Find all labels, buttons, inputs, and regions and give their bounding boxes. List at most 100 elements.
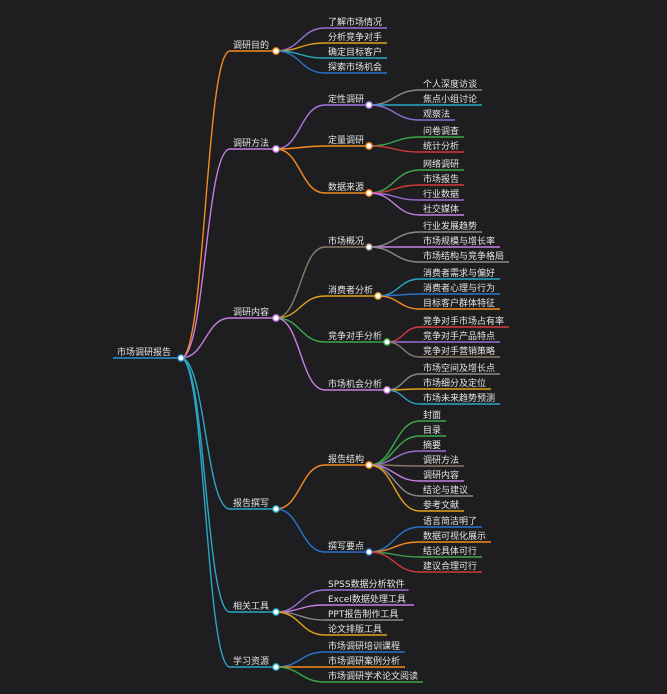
branch-3-child-1-label[interactable]: 撰写要点 — [328, 540, 364, 552]
branch-2-child-0-label[interactable]: 市场概况 — [328, 235, 364, 247]
branch-3-child-0-leaf-4-label[interactable]: 调研内容 — [423, 469, 459, 481]
branch-2-collapse-dot[interactable] — [272, 314, 280, 322]
branch-1-child-2-label[interactable]: 数据来源 — [328, 181, 364, 193]
branch-0-child-0-label[interactable]: 了解市场情况 — [328, 16, 382, 28]
branch-2-child-2-link — [275, 317, 326, 343]
branch-2-child-1-leaf-1-label[interactable]: 消费者心理与行为 — [423, 282, 495, 294]
branch-2-child-2-label[interactable]: 竞争对手分析 — [328, 330, 382, 342]
branch-0-child-2-label[interactable]: 确定目标客户 — [328, 46, 382, 58]
branch-1-child-1-leaf-0-link — [368, 136, 421, 147]
branch-1-child-0-leaf-0-label[interactable]: 个人深度访谈 — [423, 78, 477, 90]
branch-1-child-0-collapse-dot[interactable] — [365, 101, 373, 109]
branch-1-child-0-link — [275, 104, 326, 150]
branch-2-child-2-leaf-0-label[interactable]: 竞争对手市场占有率 — [423, 315, 504, 327]
root-node-label[interactable]: 市场调研报告 — [117, 346, 171, 358]
branch-3-child-0-link — [275, 464, 326, 510]
branch-link-1 — [180, 148, 231, 359]
branch-0-child-3-label[interactable]: 探索市场机会 — [328, 61, 382, 73]
branch-4-child-2-label[interactable]: PPT报告制作工具 — [328, 608, 398, 620]
branch-1-child-1-label[interactable]: 定量调研 — [328, 134, 364, 146]
branch-3-child-0-leaf-2-label[interactable]: 摘要 — [423, 439, 441, 451]
branch-3-child-1-leaf-3-label[interactable]: 建议合理可行 — [423, 560, 477, 572]
branch-3-child-0-leaf-4-link — [368, 464, 421, 482]
branch-2-child-0-leaf-1-label[interactable]: 市场规模与增长率 — [423, 235, 495, 247]
branch-2-child-0-leaf-0-label[interactable]: 行业发展趋势 — [423, 220, 477, 232]
branch-3-child-0-leaf-6-label[interactable]: 参考文献 — [423, 499, 459, 511]
branch-3-child-0-leaf-1-label[interactable]: 目录 — [423, 425, 441, 436]
branch-0-label[interactable]: 调研目的 — [233, 39, 269, 51]
branch-link-5 — [180, 357, 231, 668]
branch-3-child-1-leaf-0-label[interactable]: 语言简洁明了 — [423, 515, 477, 527]
branch-3-child-1-leaf-1-label[interactable]: 数据可视化展示 — [423, 530, 486, 542]
branch-4-label[interactable]: 相关工具 — [233, 600, 269, 612]
branch-1-child-1-leaf-0-label[interactable]: 问卷调查 — [423, 125, 459, 137]
branch-3-child-0-leaf-5-label[interactable]: 结论与建议 — [423, 484, 468, 496]
branch-4-child-3-link — [275, 611, 326, 636]
branch-2-child-2-leaf-2-link — [386, 341, 421, 358]
branch-2-label[interactable]: 调研内容 — [233, 306, 269, 318]
branch-2-child-1-leaf-2-label[interactable]: 目标客户群体特征 — [423, 297, 495, 309]
branch-3-child-1-leaf-3-link — [368, 551, 421, 573]
branch-2-child-1-leaf-0-label[interactable]: 消费者需求与偏好 — [423, 267, 495, 279]
branch-5-child-2-label[interactable]: 市场调研学术论文阅读 — [328, 670, 418, 682]
branch-3-collapse-dot[interactable] — [272, 505, 280, 513]
branch-2-child-0-collapse-dot[interactable] — [365, 243, 373, 251]
branch-5-label[interactable]: 学习资源 — [233, 655, 269, 667]
branch-4-child-1-label[interactable]: Excel数据处理工具 — [328, 593, 406, 605]
branch-4-collapse-dot[interactable] — [272, 608, 280, 616]
branch-2-child-3-leaf-0-label[interactable]: 市场空间及增长点 — [423, 362, 495, 374]
branch-0-child-1-label[interactable]: 分析竞争对手 — [328, 31, 382, 43]
branch-5-child-1-label[interactable]: 市场调研案例分析 — [328, 655, 400, 667]
branch-2-child-0-leaf-2-label[interactable]: 市场结构与竞争格局 — [423, 250, 504, 262]
branch-1-child-0-leaf-2-link — [368, 104, 421, 121]
branch-2-child-2-collapse-dot[interactable] — [383, 338, 391, 346]
branch-1-child-1-leaf-1-label[interactable]: 统计分析 — [423, 140, 459, 152]
branch-1-child-0-leaf-2-label[interactable]: 观察法 — [423, 108, 450, 120]
branch-5-child-0-label[interactable]: 市场调研培训课程 — [328, 640, 400, 652]
branch-1-child-2-leaf-3-label[interactable]: 社交媒体 — [423, 203, 459, 215]
branch-link-3 — [180, 357, 231, 510]
branch-3-child-1-leaf-2-label[interactable]: 结论具体可行 — [423, 545, 477, 557]
branch-3-child-0-leaf-6-link — [368, 464, 421, 512]
branch-5-collapse-dot[interactable] — [272, 663, 280, 671]
branch-1-child-2-leaf-0-label[interactable]: 网络调研 — [423, 158, 459, 170]
branch-2-child-1-label[interactable]: 消费者分析 — [328, 284, 373, 296]
branch-3-child-1-link — [275, 508, 326, 553]
branch-2-child-2-leaf-1-label[interactable]: 竞争对手产品特点 — [423, 330, 495, 342]
branch-2-child-2-leaf-2-label[interactable]: 竞争对手营销策略 — [423, 345, 495, 357]
branch-2-child-3-collapse-dot[interactable] — [383, 386, 391, 394]
branch-1-child-1-collapse-dot[interactable] — [365, 142, 373, 150]
branch-3-child-0-label[interactable]: 报告结构 — [328, 453, 364, 465]
branch-2-child-3-link — [275, 317, 326, 391]
branch-2-child-1-collapse-dot[interactable] — [374, 292, 382, 300]
branch-2-child-3-leaf-2-link — [386, 389, 421, 405]
branch-2-child-1-leaf-2-link — [377, 295, 421, 310]
branch-2-child-2-leaf-0-link — [386, 326, 421, 343]
branch-4-child-0-label[interactable]: SPSS数据分析软件 — [328, 578, 405, 590]
branch-link-0 — [180, 50, 231, 359]
branch-1-child-2-collapse-dot[interactable] — [365, 189, 373, 197]
branch-2-child-3-leaf-1-label[interactable]: 市场细分及定位 — [423, 377, 486, 389]
branch-1-child-1-link — [275, 145, 326, 150]
branch-4-child-3-label[interactable]: 论文排版工具 — [328, 623, 382, 635]
branch-3-child-1-collapse-dot[interactable] — [365, 548, 373, 556]
branch-3-child-1-leaf-0-link — [368, 526, 421, 553]
branch-0-child-3-link — [275, 50, 326, 74]
branch-1-label[interactable]: 调研方法 — [233, 137, 269, 149]
branch-1-child-0-leaf-1-label[interactable]: 焦点小组讨论 — [423, 93, 477, 105]
branch-3-child-0-leaf-3-label[interactable]: 调研方法 — [423, 454, 459, 466]
branch-1-child-1-leaf-1-link — [368, 145, 421, 153]
branch-2-child-3-label[interactable]: 市场机会分析 — [328, 378, 382, 390]
branch-1-collapse-dot[interactable] — [272, 145, 280, 153]
branch-link-4 — [180, 357, 231, 613]
branch-2-child-3-leaf-2-label[interactable]: 市场未来趋势预测 — [423, 392, 495, 404]
branch-3-child-0-collapse-dot[interactable] — [365, 461, 373, 469]
branch-1-child-2-leaf-2-label[interactable]: 行业数据 — [423, 188, 459, 200]
branch-0-collapse-dot[interactable] — [272, 47, 280, 55]
branch-1-child-0-label[interactable]: 定性调研 — [328, 93, 364, 105]
branch-3-child-0-leaf-0-label[interactable]: 封面 — [423, 409, 441, 421]
branch-3-label[interactable]: 报告撰写 — [233, 497, 269, 509]
root-collapse-dot[interactable] — [177, 354, 185, 362]
branch-1-child-2-leaf-1-label[interactable]: 市场报告 — [423, 173, 459, 185]
